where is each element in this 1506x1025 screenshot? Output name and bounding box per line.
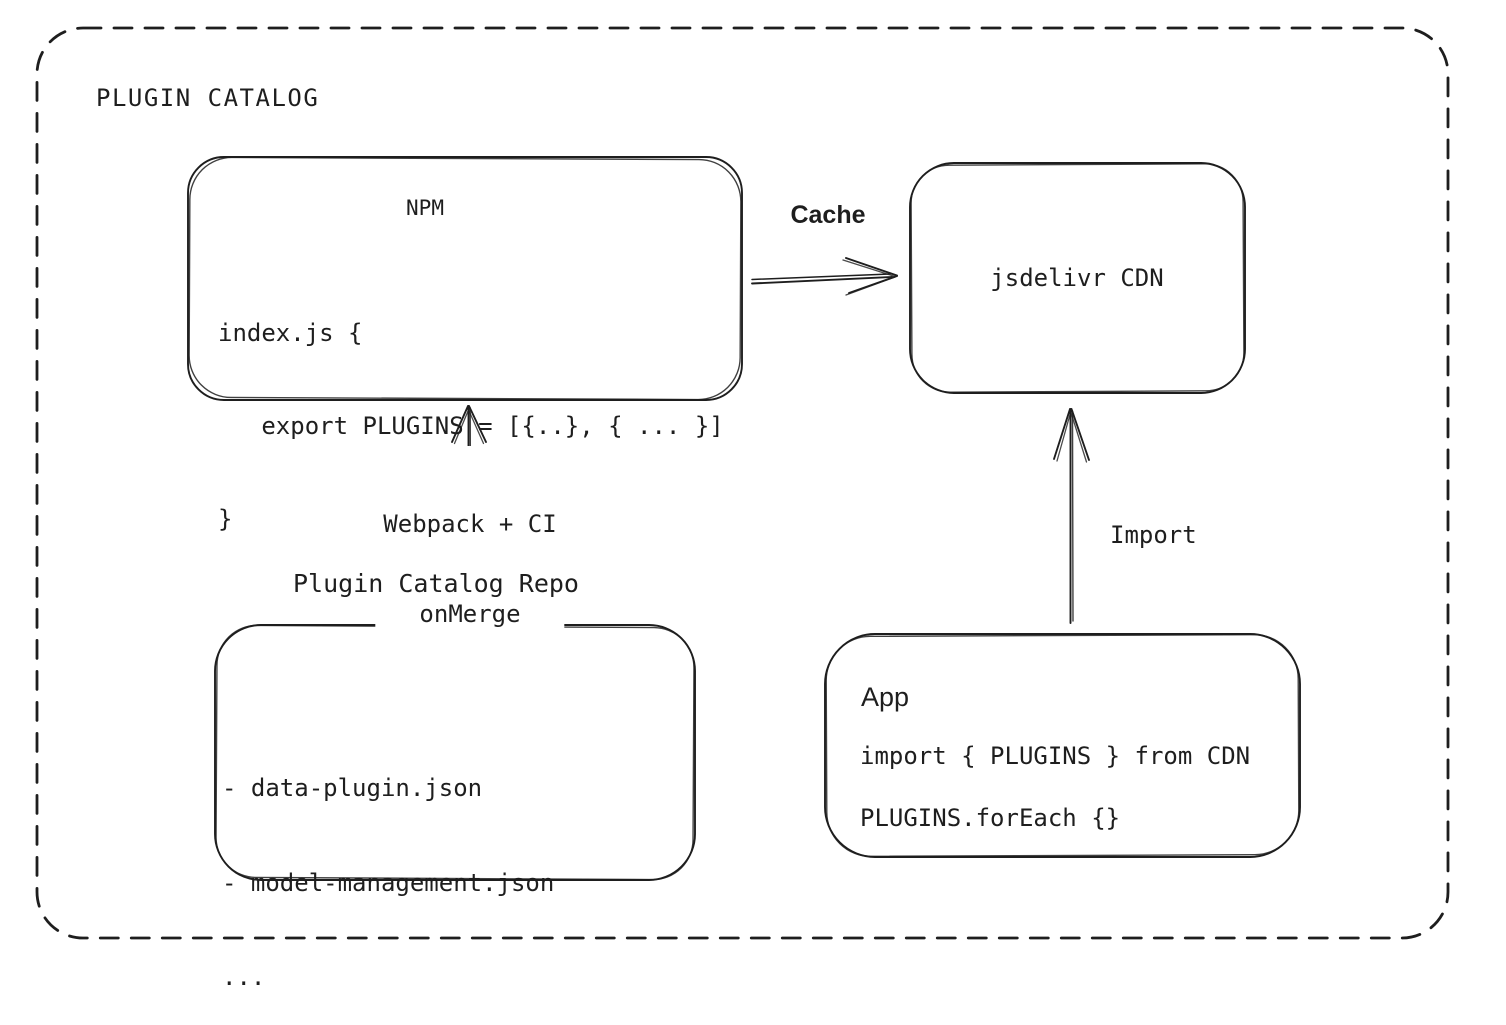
app-code-line: import { PLUGINS } from CDN bbox=[860, 742, 1251, 770]
npm-code-line: export PLUGINS = [{..}, { ... }] bbox=[218, 412, 724, 440]
repo-file-item: - model-management.json bbox=[222, 868, 555, 897]
repo-file-list: - data-plugin.json - model-management.js… bbox=[222, 710, 554, 1025]
plugin-catalog-frame bbox=[35, 26, 1450, 940]
import-arrow bbox=[1053, 408, 1090, 624]
cdn-node-label: jsdelivr CDN bbox=[990, 264, 1164, 292]
npm-code-block: index.js { export PLUGINS = [{..}, { ...… bbox=[218, 256, 724, 566]
npm-node-title: NPM bbox=[406, 196, 444, 220]
cache-edge-label: Cache bbox=[790, 201, 866, 229]
app-node-title: App bbox=[861, 682, 910, 712]
repo-node-title: Plugin Catalog Repo bbox=[293, 569, 579, 598]
app-code-line: PLUGINS.forEach {} bbox=[860, 804, 1121, 832]
app-node bbox=[824, 633, 1301, 858]
repo-file-item: ... bbox=[222, 963, 266, 991]
import-edge-label: Import bbox=[1110, 521, 1197, 549]
repo-file-item: - data-plugin.json bbox=[222, 774, 483, 802]
npm-node bbox=[187, 156, 743, 401]
build-edge-label: Webpack + CI onMerge bbox=[375, 446, 565, 667]
cache-arrow bbox=[751, 257, 898, 296]
npm-code-line: index.js { bbox=[218, 319, 363, 347]
build-edge-label-line2: onMerge bbox=[419, 600, 521, 628]
cdn-node bbox=[909, 162, 1246, 394]
build-edge-label-line1: Webpack + CI bbox=[383, 510, 557, 538]
npm-code-line: } bbox=[218, 505, 233, 533]
frame-title: PLUGIN CATALOG bbox=[96, 84, 320, 112]
